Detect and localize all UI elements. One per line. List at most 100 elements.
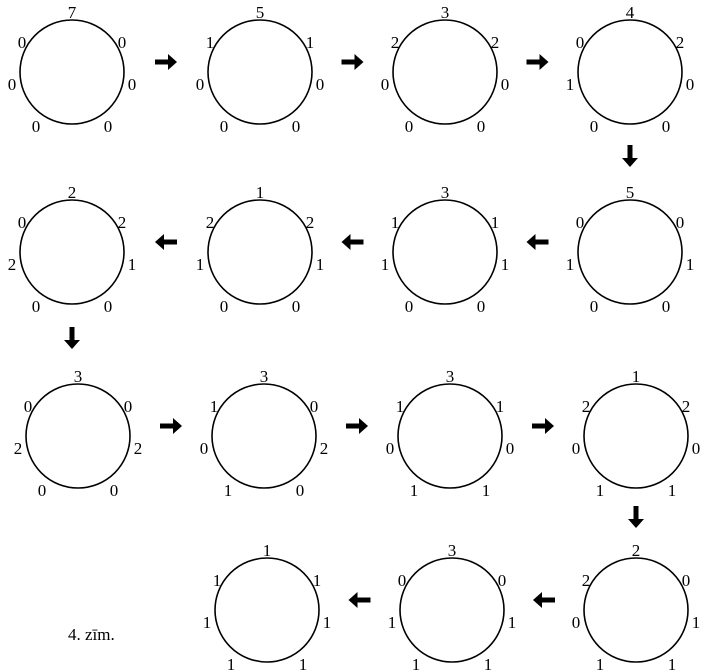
arrow-right-icon (532, 418, 554, 434)
position-count: 1 (299, 655, 308, 672)
position-count: 0 (32, 117, 41, 136)
position-count: 0 (692, 439, 701, 458)
state-circle (577, 19, 683, 125)
position-count: 0 (32, 297, 41, 316)
position-count: 2 (306, 213, 315, 232)
position-count: 1 (316, 255, 325, 274)
position-count: 0 (676, 213, 685, 232)
position-count: 2 (682, 397, 691, 416)
position-count: 0 (386, 439, 395, 458)
position-count: 0 (310, 397, 319, 416)
position-count: 5 (626, 183, 635, 202)
position-count: 1 (128, 255, 137, 274)
position-count: 0 (296, 481, 305, 500)
state-circle (392, 19, 498, 125)
state-circle (399, 557, 505, 663)
position-count: 0 (200, 439, 209, 458)
state-circle (19, 199, 125, 305)
position-count: 2 (632, 541, 641, 560)
position-count: 5 (256, 3, 265, 22)
arrow-left-icon (341, 234, 364, 250)
position-count: 0 (572, 613, 581, 632)
position-count: 0 (501, 75, 510, 94)
position-count: 1 (306, 33, 315, 52)
state-circle (577, 199, 683, 305)
position-count: 1 (668, 481, 677, 500)
position-count: 1 (213, 571, 222, 590)
position-count: 2 (118, 213, 127, 232)
state-circle (19, 19, 125, 125)
position-count: 0 (381, 75, 390, 94)
position-count: 1 (686, 255, 695, 274)
position-count: 1 (391, 213, 400, 232)
arrow-left-icon (348, 592, 371, 608)
position-count: 0 (118, 33, 127, 52)
position-count: 1 (501, 255, 510, 274)
arrow-left-icon (533, 592, 555, 608)
state-circle (214, 557, 320, 663)
position-count: 2 (320, 439, 329, 458)
arrow-right-icon (526, 54, 549, 70)
position-count: 2 (491, 33, 500, 52)
position-count: 0 (662, 297, 671, 316)
position-count: 0 (124, 397, 133, 416)
position-count: 1 (227, 655, 236, 672)
arrow-right-icon (160, 418, 182, 434)
position-count: 1 (496, 397, 505, 416)
position-count: 0 (576, 33, 585, 52)
position-count: 1 (203, 613, 212, 632)
position-count: 2 (676, 33, 685, 52)
position-count: 1 (508, 613, 517, 632)
position-count: 1 (263, 541, 272, 560)
position-count: 0 (662, 117, 671, 136)
position-count: 0 (682, 571, 691, 590)
position-count: 0 (292, 117, 301, 136)
position-count: 1 (206, 33, 215, 52)
position-count: 0 (220, 117, 229, 136)
position-count: 0 (477, 297, 486, 316)
position-count: 2 (206, 213, 215, 232)
position-count: 7 (68, 3, 77, 22)
position-count: 0 (110, 481, 119, 500)
position-count: 1 (566, 75, 575, 94)
state-circle (211, 383, 317, 489)
position-count: 3 (74, 367, 83, 386)
position-count: 3 (446, 367, 455, 386)
position-count: 2 (582, 397, 591, 416)
state-circle (397, 383, 503, 489)
arrow-right-icon (341, 54, 364, 70)
position-count: 3 (260, 367, 269, 386)
arrow-right-icon (155, 54, 177, 70)
arrow-down-icon (622, 145, 638, 167)
position-count: 0 (196, 75, 205, 94)
arrow-left-icon (155, 234, 177, 250)
state-circle (583, 557, 689, 663)
position-count: 1 (410, 481, 419, 500)
figure-caption: 4. zīm. (68, 625, 115, 644)
position-count: 0 (477, 117, 486, 136)
state-circle (25, 383, 131, 489)
state-circle (207, 19, 313, 125)
position-count: 3 (441, 183, 450, 202)
arrow-right-icon (346, 418, 368, 434)
arrow-down-icon (64, 327, 80, 349)
position-count: 1 (323, 613, 332, 632)
position-count: 0 (506, 439, 515, 458)
state-circle (392, 199, 498, 305)
position-count: 0 (292, 297, 301, 316)
position-count: 0 (405, 117, 414, 136)
position-count: 1 (224, 481, 233, 500)
position-count: 1 (596, 655, 605, 672)
position-count: 1 (692, 613, 701, 632)
position-count: 0 (104, 297, 113, 316)
position-count: 1 (196, 255, 205, 274)
